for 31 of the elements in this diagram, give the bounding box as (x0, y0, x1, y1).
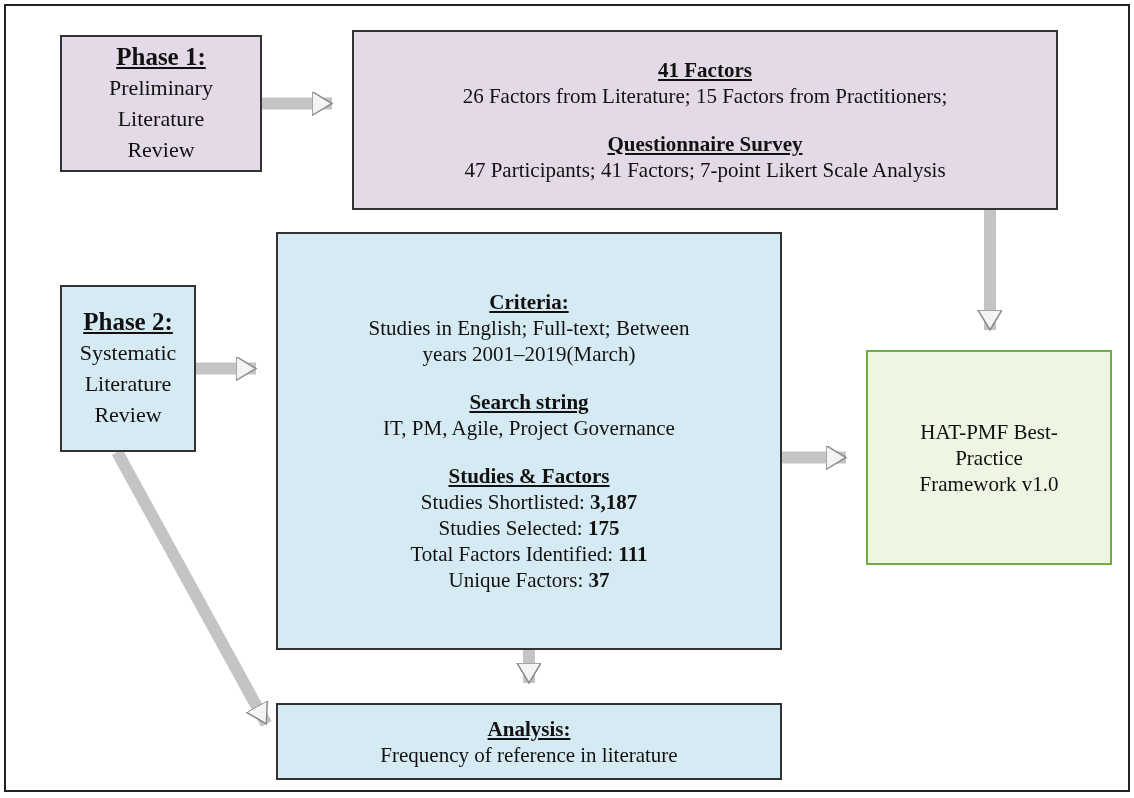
body-text: Total Factors Identified: 111 (410, 541, 648, 567)
heading-text: Analysis: (487, 715, 571, 742)
body-text: HAT-PMF Best-Practice Framework v1.0 (918, 418, 1060, 497)
block-arrow (262, 90, 333, 117)
body-text: Studies in English; Full-text; Between years 2001–2019(March) (367, 315, 691, 367)
block-arrow (782, 444, 847, 471)
process-box (276, 232, 782, 650)
block-arrow (516, 650, 542, 684)
heading-text: Studies & Factors (448, 463, 610, 489)
heading-text: Criteria: (489, 289, 569, 315)
heading-text: Phase 1: (116, 42, 206, 72)
body-text: Frequency of reference in literature (380, 741, 678, 768)
phase-box (60, 285, 196, 452)
body-text: Studies Shortlisted: 3,187 (420, 489, 638, 515)
body-text: IT, PM, Agile, Project Governance (383, 415, 675, 441)
phase-box (60, 35, 262, 172)
process-box (276, 703, 782, 780)
heading-text: 41 Factors (658, 57, 752, 83)
body-text: Unique Factors: 37 (448, 567, 610, 593)
body-text: Systematic Literature Review (78, 339, 178, 429)
block-arrow (977, 210, 1003, 331)
body-text: 47 Participants; 41 Factors; 7-point Likert Scale Analysis (464, 157, 946, 183)
body-text: Preliminary Literature Review (108, 74, 214, 164)
result-box (866, 350, 1112, 565)
body-text: Studies Selected: 175 (438, 515, 620, 541)
heading-text: Search string (469, 389, 589, 415)
heading-text: Phase 2: (83, 307, 173, 337)
heading-text: Questionnaire Survey (607, 131, 803, 157)
process-box (352, 30, 1058, 210)
block-arrow (196, 355, 257, 382)
body-text: 26 Factors from Literature; 15 Factors from Practitioners; (462, 83, 948, 109)
